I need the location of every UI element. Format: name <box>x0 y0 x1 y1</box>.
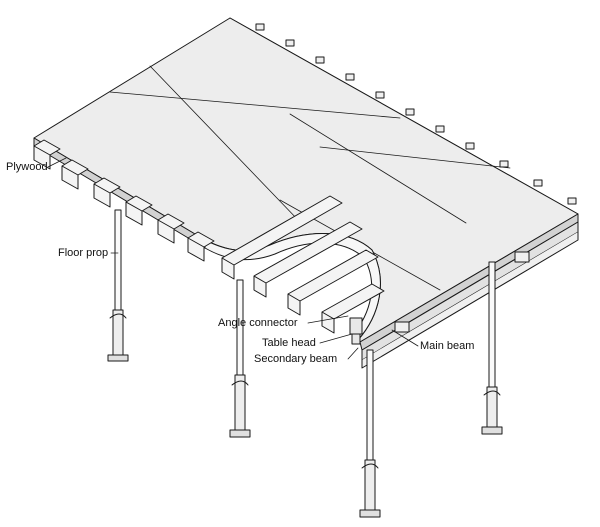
secondary-beam-ends-back <box>255 23 577 205</box>
secondary-beams-exposed <box>221 195 385 334</box>
floor-prop-left <box>107 209 129 362</box>
plywood-label: Plywood <box>6 161 48 173</box>
floor-prop-middle <box>229 279 251 438</box>
main-beam-label: Main beam <box>420 340 475 352</box>
angle-connector-label: Angle connector <box>218 317 298 329</box>
table-head <box>349 317 363 345</box>
front-main-beam <box>361 221 579 369</box>
floor-prop-label: Floor prop <box>58 247 109 259</box>
floor-prop-right <box>481 261 503 435</box>
table-head-label: Table head <box>262 337 316 349</box>
secondary-beams-front <box>33 139 215 262</box>
leader-lines <box>47 157 419 360</box>
secondary-beam-label: Secondary beam <box>254 353 338 365</box>
floor-prop-front <box>359 349 381 518</box>
